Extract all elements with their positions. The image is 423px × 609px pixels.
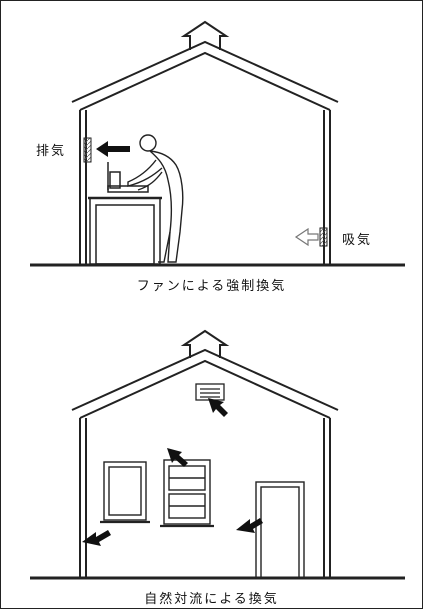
bottom-roof-vent bbox=[180, 329, 230, 358]
bottom-house bbox=[30, 329, 405, 580]
top-caption: ファンによる強制換気 bbox=[136, 279, 287, 294]
person-cooking bbox=[127, 134, 184, 263]
door bbox=[255, 481, 305, 579]
window-top-arrow bbox=[167, 448, 188, 467]
exhaust-fan bbox=[83, 137, 92, 163]
left-window-arrow bbox=[82, 530, 111, 546]
bottom-caption: 自然対流による換気 bbox=[144, 592, 279, 607]
gable-vent bbox=[195, 383, 225, 401]
exhaust-arrow bbox=[96, 141, 130, 157]
left-window bbox=[100, 461, 150, 524]
exhaust-label: 排気 bbox=[36, 144, 67, 159]
intake-label: 吸気 bbox=[342, 233, 373, 248]
intake-vent bbox=[319, 227, 328, 247]
top-roof bbox=[71, 40, 339, 103]
kitchen-counter bbox=[88, 162, 162, 265]
gable-vent-arrow bbox=[208, 398, 228, 417]
double-hung-window bbox=[160, 459, 214, 528]
bottom-roof bbox=[71, 348, 339, 411]
intake-arrow bbox=[294, 227, 319, 247]
door-arrow bbox=[236, 518, 263, 533]
top-roof-vent bbox=[180, 20, 230, 50]
top-house bbox=[30, 20, 405, 267]
